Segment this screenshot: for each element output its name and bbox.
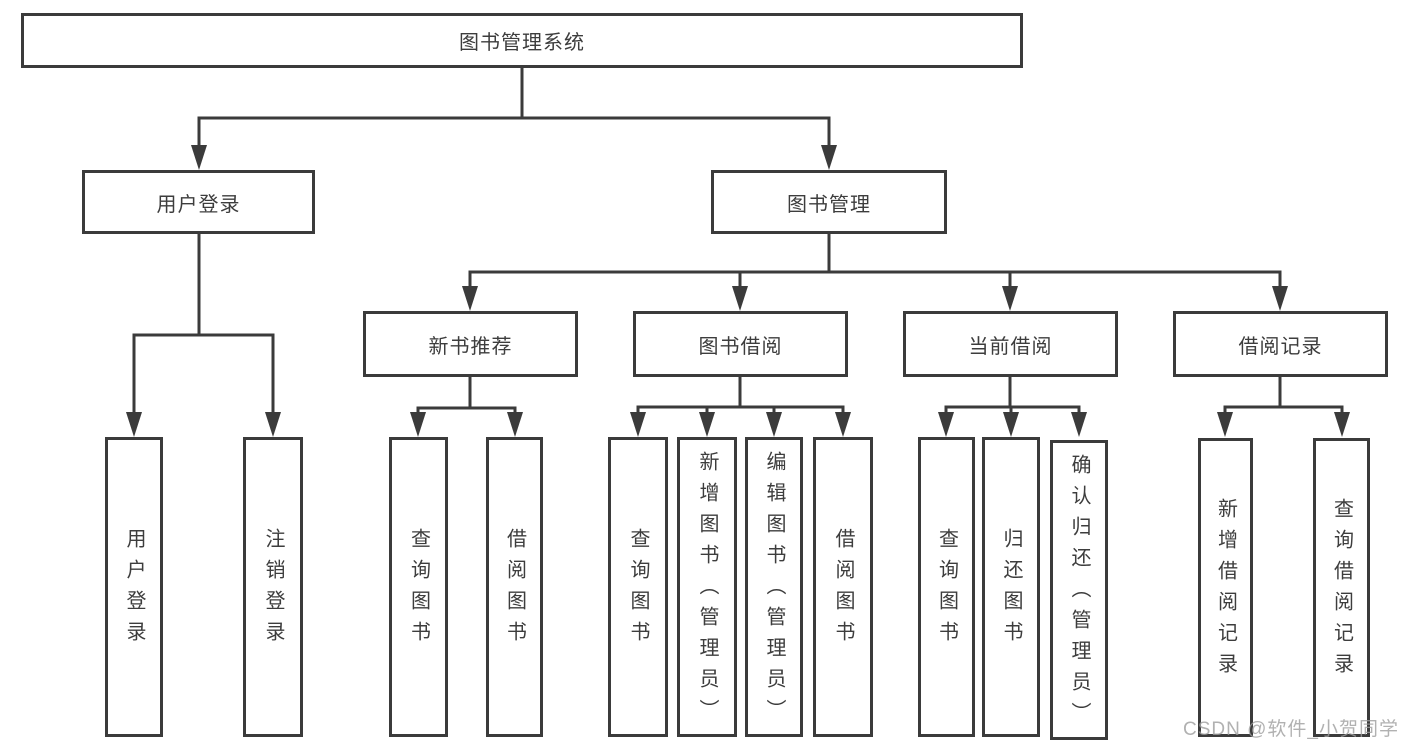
leaf-nbr-borrow-books: 借阅图书 <box>486 437 543 737</box>
leaf-user-login: 用户登录 <box>105 437 163 737</box>
leaf-nbr-query-books: 查询图书 <box>389 437 448 737</box>
leaf-cb-return-books: 归还图书 <box>982 437 1040 737</box>
node-book-borrow: 图书借阅 <box>633 311 848 377</box>
arrowheads <box>126 145 1350 437</box>
leaf-bb-query-books: 查询图书 <box>608 437 668 737</box>
leaf-cb-confirm-return-admin: 确认归还（管理员） <box>1050 440 1108 740</box>
leaf-bb-edit-books-admin: 编辑图书（管理员） <box>745 437 803 737</box>
leaf-bb-add-books-admin: 新增图书（管理员） <box>677 437 737 737</box>
leaf-bb-borrow-books: 借阅图书 <box>813 437 873 737</box>
csdn-watermark: CSDN @软件_小贺同学 <box>1183 719 1399 740</box>
node-book-management: 图书管理 <box>711 170 947 234</box>
node-user-login: 用户登录 <box>82 170 315 234</box>
leaf-cb-query-books: 查询图书 <box>918 437 975 737</box>
leaf-br-add-record: 新增借阅记录 <box>1198 438 1253 737</box>
leaf-logout: 注销登录 <box>243 437 303 737</box>
node-borrow-records: 借阅记录 <box>1173 311 1388 377</box>
node-current-borrow: 当前借阅 <box>903 311 1118 377</box>
node-root-system: 图书管理系统 <box>21 13 1023 68</box>
node-new-book-recommend: 新书推荐 <box>363 311 578 377</box>
leaf-br-query-record: 查询借阅记录 <box>1313 438 1370 737</box>
